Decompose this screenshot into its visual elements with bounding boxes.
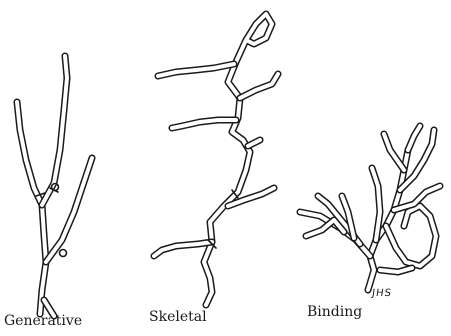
- binding-hypha: [300, 126, 440, 290]
- binding-label: Binding: [307, 304, 362, 320]
- skeletal-label: Skeletal: [149, 309, 207, 325]
- generative-label: Generative: [4, 313, 82, 329]
- generative-hypha: [17, 56, 92, 316]
- artist-signature: JHS: [371, 288, 392, 299]
- skeletal-hypha: [154, 14, 278, 305]
- clamp-connection: [60, 250, 67, 257]
